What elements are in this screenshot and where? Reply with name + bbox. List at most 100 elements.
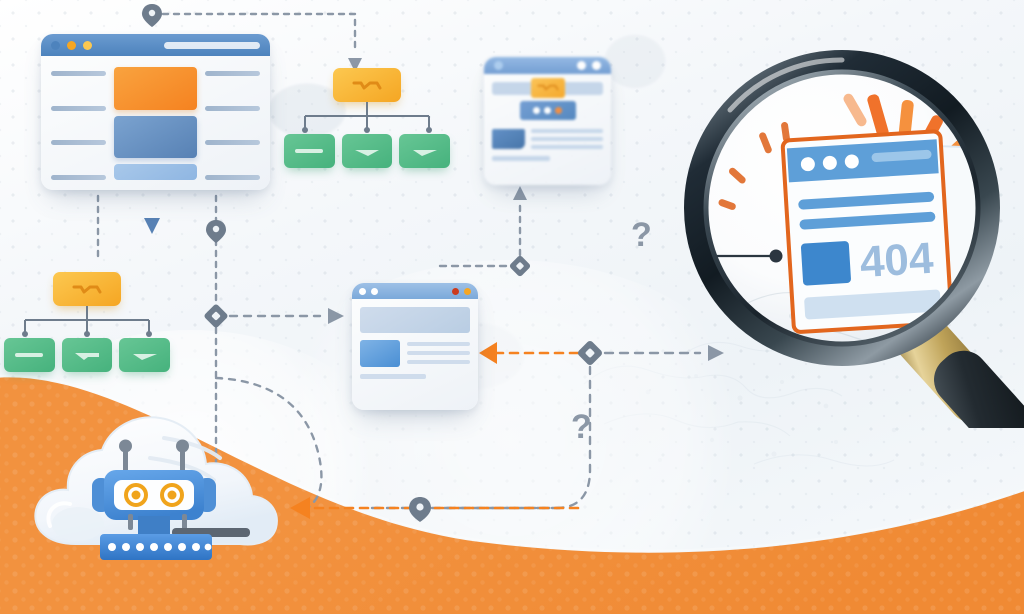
- page-glyph-icon: [75, 352, 99, 360]
- sitemap-tree-left: [4, 272, 171, 372]
- page-glyph-icon: [15, 352, 44, 357]
- error-code-text: 404: [858, 234, 935, 287]
- sitemap-child-node[interactable]: [341, 134, 393, 168]
- text-line: [531, 145, 603, 149]
- robot-eyes: [124, 483, 184, 507]
- secondary-browser-window-blurred[interactable]: [484, 57, 611, 185]
- titlebar-dot-orange: [67, 40, 76, 50]
- text-line: [51, 140, 106, 146]
- main-browser-window[interactable]: [41, 34, 270, 190]
- page-glyph-icon: [132, 353, 157, 360]
- sitemap-parent-node[interactable]: [53, 272, 121, 306]
- error-sparks: [718, 121, 790, 210]
- content-row: [360, 340, 470, 367]
- robot-antennae: [119, 439, 189, 474]
- window-titlebar: [352, 283, 478, 299]
- hero-banner-block: [114, 67, 197, 110]
- text-line: [407, 342, 470, 346]
- text-line: [51, 174, 106, 180]
- text-line: [205, 105, 260, 111]
- lens-rim-inner: [703, 69, 981, 347]
- page-glyph-icon: [412, 149, 437, 156]
- toolbar-dot-active: [555, 107, 562, 114]
- page-glyph-icon: [536, 84, 559, 91]
- robot-base-lights: [108, 543, 212, 551]
- sitemap-child-node[interactable]: [284, 134, 335, 168]
- text-lines: [531, 129, 603, 149]
- text-lines: [407, 340, 470, 367]
- text-line: [531, 129, 603, 133]
- left-text-column: [51, 67, 106, 180]
- magnifier-graphic: 404: [684, 50, 1024, 428]
- window-content: [41, 56, 270, 190]
- footer-line: [360, 374, 426, 379]
- rim-highlight: [727, 57, 845, 113]
- sitemap-children: [4, 338, 171, 372]
- callout-pointer: [704, 249, 783, 263]
- landing-page-window[interactable]: [352, 283, 478, 410]
- sitemap-child-node[interactable]: [119, 338, 171, 372]
- window-content: [352, 299, 478, 387]
- robot-neck: [138, 516, 170, 538]
- question-mark-lower: ?: [571, 408, 592, 446]
- robot-graphic: [34, 416, 278, 560]
- tree-branch-lines: [22, 306, 152, 337]
- text-line: [205, 140, 260, 146]
- titlebar-dot-white: [359, 287, 366, 295]
- titlebar-dot-amber[interactable]: [464, 287, 471, 295]
- titlebar-dot-left: [494, 61, 503, 70]
- robot-arm-right: [182, 514, 187, 530]
- text-line: [205, 174, 260, 180]
- hero-placeholder: [360, 307, 470, 333]
- window-titlebar: [484, 57, 611, 74]
- highlight-tag: [530, 78, 565, 98]
- arrow-left-orange-top: [479, 342, 497, 364]
- text-line: [51, 71, 106, 76]
- titlebar-dot-white: [577, 61, 586, 70]
- titlebar-dot-white: [592, 61, 601, 70]
- titlebar-dot-red[interactable]: [452, 287, 459, 295]
- sitemap-child-node[interactable]: [4, 338, 55, 372]
- content-row: [492, 129, 603, 149]
- text-line: [51, 105, 106, 111]
- titlebar-dot-blue: [51, 40, 60, 50]
- image-thumbnail: [360, 340, 400, 367]
- text-line: [492, 156, 550, 161]
- page-glyph-icon: [355, 149, 379, 156]
- window-titlebar: [41, 34, 270, 56]
- address-bar[interactable]: [163, 41, 260, 49]
- arrow-up-center: [513, 186, 527, 200]
- titlebar-dot-yellow: [83, 40, 92, 50]
- center-block-column: [114, 67, 197, 180]
- right-text-column: [205, 67, 260, 180]
- page-glyph-icon: [352, 81, 382, 89]
- titlebar-dot-white: [371, 287, 378, 295]
- image-thumbnail: [492, 129, 525, 149]
- window-content: [484, 74, 611, 169]
- sitemap-tree-top: [284, 68, 451, 168]
- sitemap-child-node[interactable]: [399, 134, 451, 168]
- arrow-right-mid: [328, 308, 344, 324]
- toolbar-panel: [519, 101, 576, 120]
- crawler-bot-cloud[interactable]: [14, 386, 314, 586]
- sitemap-children: [284, 134, 451, 168]
- text-line: [531, 137, 603, 141]
- magnifying-glass[interactable]: 404: [672, 48, 1024, 428]
- text-line: [407, 360, 470, 364]
- text-line: [407, 351, 470, 355]
- toolbar-dot: [533, 107, 540, 114]
- question-mark-upper: ?: [631, 216, 652, 254]
- text-line: [205, 71, 260, 76]
- sitemap-child-node[interactable]: [61, 338, 113, 372]
- sitemap-parent-node[interactable]: [333, 68, 401, 102]
- arrow-down-blue: [144, 218, 160, 234]
- page-glyph-icon: [72, 285, 102, 293]
- page-glyph-icon: [295, 148, 324, 153]
- robot-arm-left: [128, 514, 133, 530]
- toolbar-dot: [544, 107, 551, 114]
- error-page-404: 404: [780, 129, 954, 334]
- image-placeholder: [800, 241, 851, 286]
- content-block: [114, 116, 197, 158]
- lens-contents: 404: [704, 93, 980, 344]
